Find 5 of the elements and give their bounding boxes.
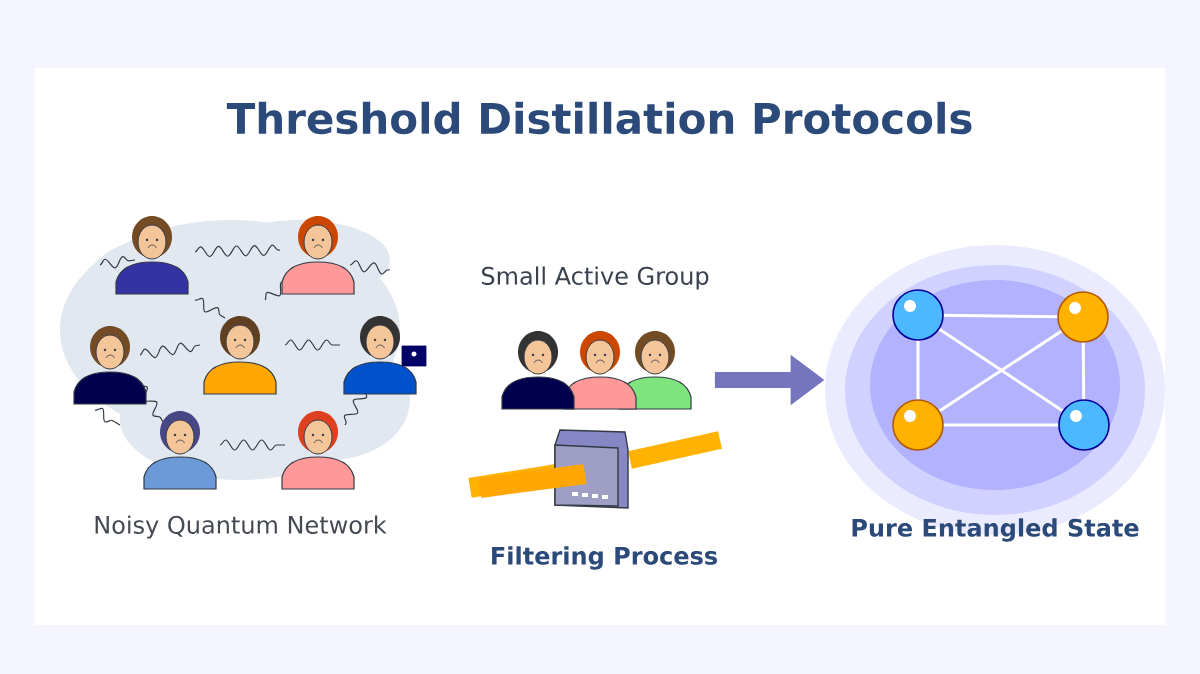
section-label: Noisy Quantum Network bbox=[95, 515, 387, 539]
section-label: Filtering Process bbox=[492, 546, 717, 570]
section-label: Small Active Group bbox=[481, 266, 709, 290]
section-label: Pure Entangled State bbox=[852, 518, 1139, 542]
title: Threshold Distillation Protocols bbox=[226, 101, 972, 135]
